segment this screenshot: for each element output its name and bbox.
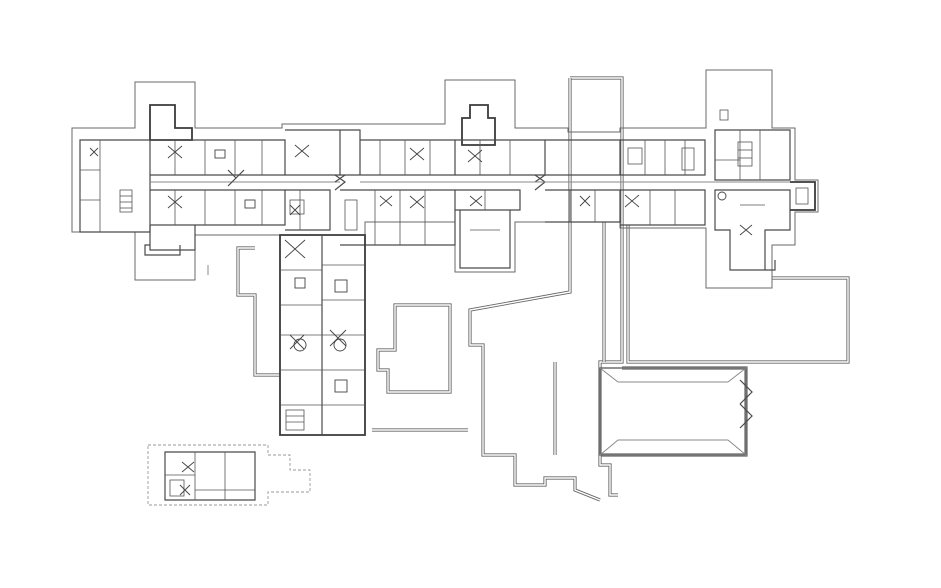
east-wing xyxy=(714,109,816,271)
central-corridor xyxy=(285,129,456,246)
detached-cottage xyxy=(147,444,311,506)
site-boundary-east xyxy=(626,225,850,364)
site-boundary-south-east xyxy=(553,362,618,497)
courtyard-block xyxy=(376,303,452,394)
building-footprint xyxy=(71,69,819,436)
site-boundary-west xyxy=(236,246,280,377)
site-outlines xyxy=(236,76,850,502)
north-central-bay xyxy=(455,104,547,269)
site-boundary-path-a xyxy=(468,78,601,502)
south-east-block xyxy=(599,367,753,456)
east-section xyxy=(360,139,800,226)
west-wing xyxy=(79,104,340,275)
south-wing xyxy=(279,234,366,436)
site-boundary-south xyxy=(570,76,748,457)
